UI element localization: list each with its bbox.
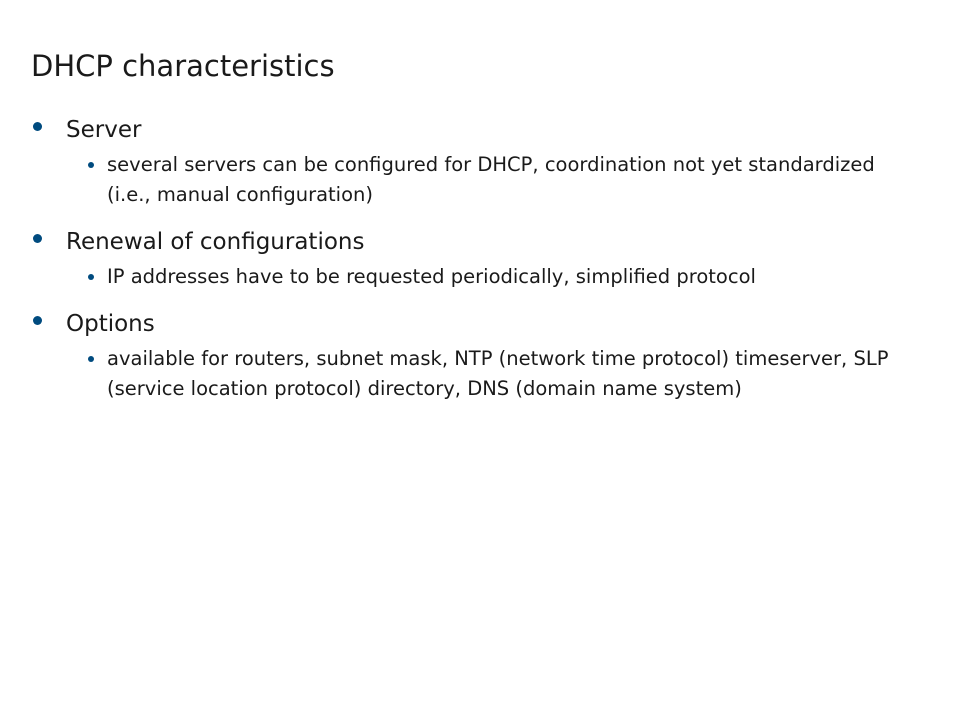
- bullet-renewal: Renewal of configurations: [33, 220, 960, 258]
- bullet-heading: Options: [66, 311, 155, 337]
- sub-bullet-renewal: IP addresses have to be requested period…: [88, 262, 897, 292]
- bullet-dot-icon: [33, 234, 42, 243]
- bullet-dot-icon: [33, 122, 42, 131]
- sub-bullet-dot-icon: [88, 162, 94, 168]
- bullet-options: Options: [33, 302, 960, 340]
- sub-bullet-server: several servers can be configured for DH…: [88, 150, 897, 210]
- bullet-heading: Server: [66, 117, 142, 143]
- bullet-dot-icon: [33, 316, 42, 325]
- sub-bullet-dot-icon: [88, 356, 94, 362]
- sub-bullet-text: several servers can be configured for DH…: [107, 153, 875, 206]
- sub-bullet-dot-icon: [88, 274, 94, 280]
- sub-bullet-text: IP addresses have to be requested period…: [107, 265, 756, 288]
- bullet-list: Server several servers can be configured…: [0, 108, 960, 414]
- slide-title: DHCP characteristics: [31, 49, 335, 83]
- sub-bullet-options: available for routers, subnet mask, NTP …: [88, 344, 897, 404]
- bullet-heading: Renewal of configurations: [66, 229, 365, 255]
- bullet-server: Server: [33, 108, 960, 146]
- sub-bullet-text: available for routers, subnet mask, NTP …: [107, 347, 889, 400]
